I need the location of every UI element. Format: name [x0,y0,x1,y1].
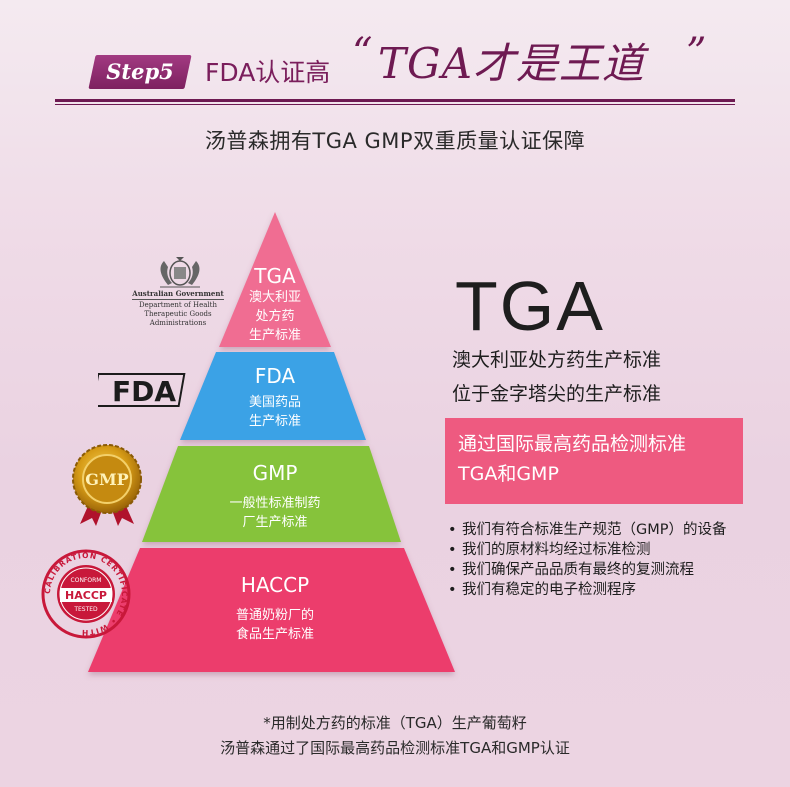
gmp-seal-icon: GMP [72,444,142,526]
feature-list: •我们有符合标准生产规范（GMP）的设备 •我们的原材料均经过标准检测 •我们确… [448,520,727,600]
tier-gmp-desc-1: 一般性标准制药 [229,496,321,511]
australia-coat-of-arms-icon [160,257,200,288]
page-subtitle: 汤普森拥有TGA GMP双重质量认证保障 [204,129,586,153]
tga-desc-line1: 澳大利亚处方药生产标准 [452,349,662,371]
tga-heading: TGA [455,267,605,345]
header-divider-thin [55,104,735,105]
tier-tga-desc-3: 生产标准 [248,328,301,343]
pyramid-tier-fda [180,352,366,440]
tier-haccp-title: HACCP [240,573,310,597]
australia-logo-line2: Department of Health [139,301,217,309]
list-item: •我们的原材料均经过标准检测 [448,542,651,558]
australia-logo-line1: Australian Government [132,289,224,298]
bullet-icon: • [448,522,457,538]
bullet-icon: • [448,542,457,558]
quote-open: “ [352,30,373,76]
tier-gmp-desc-2: 厂生产标准 [242,515,308,530]
australia-logo-line3: Therapeutic Goods Administrations [144,310,212,327]
header-title: TGA才是王道 [378,39,645,88]
fda-logo-text: FDA [112,375,176,408]
tier-fda-desc-2: 生产标准 [248,414,301,429]
tier-haccp-desc-1: 普通奶粉厂的 [235,608,314,623]
haccp-stamp-center: HACCP [65,589,107,602]
step-label: Step5 [106,59,174,84]
certification-line2: TGA和GMP [458,463,559,485]
bullet-icon: • [448,582,457,598]
tier-fda-desc-1: 美国药品 [248,395,301,410]
list-item: •我们有稳定的电子检测程序 [448,582,636,598]
tier-haccp-desc-2: 食品生产标准 [235,627,314,642]
tier-fda-title: FDA [254,364,296,388]
tier-gmp-title: GMP [252,461,298,485]
header-divider [55,99,735,102]
tga-desc-line2: 位于金字塔尖的生产标准 [452,383,662,405]
quote-close: ” [686,30,707,76]
certification-banner [445,418,743,504]
footer-note-1: *用制处方药的标准（TGA）生产葡萄籽 [263,714,527,732]
haccp-stamp-bottom: TESTED [73,606,98,613]
bullet-icon: • [448,562,457,578]
pyramid-tier-haccp [88,548,455,672]
certification-line1: 通过国际最高药品检测标准 [458,433,687,455]
footer-note-2: 汤普森通过了国际最高药品检测标准TGA和GMP认证 [220,739,570,757]
list-item: •我们有符合标准生产规范（GMP）的设备 [448,522,727,538]
tier-tga-desc-1: 澳大利亚 [248,290,301,305]
list-item: •我们确保产品品质有最终的复测流程 [448,562,694,578]
haccp-stamp-icon: CONFORM HACCP TESTED CALIBRATION CERTIFI… [41,549,131,639]
fda-logo-icon: FDA [98,373,186,408]
haccp-stamp-top: CONFORM [71,577,102,584]
pyramid-tier-gmp [142,446,401,542]
pyramid-tier-tga [219,212,331,347]
tier-tga-title: TGA [254,264,296,288]
tier-tga-desc-2: 处方药 [255,309,295,324]
gmp-seal-text: GMP [85,470,128,489]
header-prefix: FDA认证高 [205,58,331,87]
